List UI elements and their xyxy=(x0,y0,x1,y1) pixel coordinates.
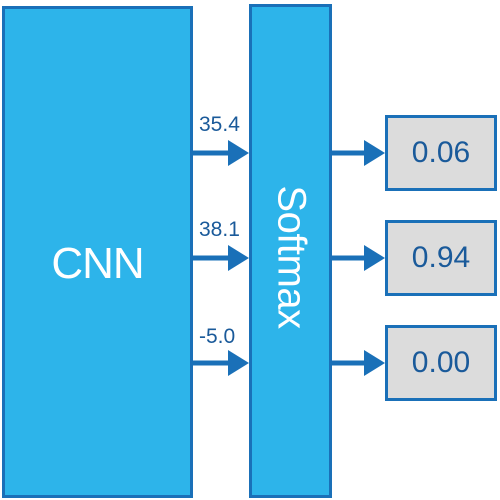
arrow-logit-1 xyxy=(193,140,249,166)
logit-value-3: -5.0 xyxy=(199,325,236,348)
logit-value-1: 35.4 xyxy=(199,113,240,136)
output-box-1: 0.06 xyxy=(385,115,497,191)
probability-value-2: 0.94 xyxy=(411,241,471,274)
softmax-block: Softmax xyxy=(249,4,332,498)
probability-value-3: 0.00 xyxy=(411,346,471,379)
probability-value-1: 0.06 xyxy=(411,136,471,169)
arrow-output-3 xyxy=(332,350,385,376)
logit-value-2: 38.1 xyxy=(199,218,240,241)
arrow-logit-3 xyxy=(193,350,249,376)
arrow-output-2 xyxy=(332,245,385,271)
arrow-logit-2 xyxy=(193,245,249,271)
cnn-block: CNN xyxy=(2,6,193,498)
output-box-2: 0.94 xyxy=(385,220,497,296)
output-box-3: 0.00 xyxy=(385,325,497,401)
arrow-output-1 xyxy=(332,140,385,166)
cnn-label: CNN xyxy=(51,239,144,288)
